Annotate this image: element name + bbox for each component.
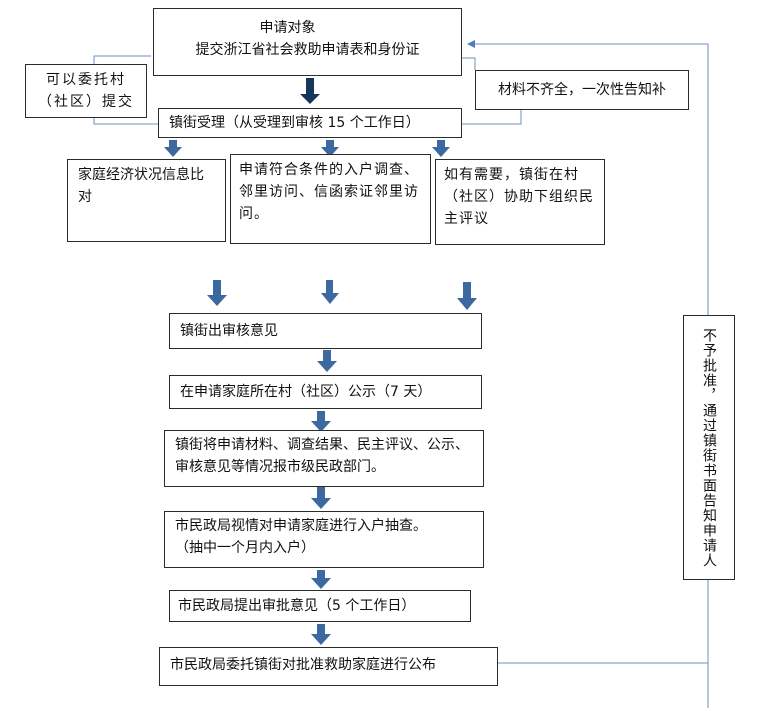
arrow-spotcheck-to-approval: [311, 570, 331, 589]
arrow-review-to-publicity: [317, 350, 337, 372]
incomplete-connector: [462, 57, 522, 125]
report-box: 镇街将申请材料、调查结果、民主评议、公示、审核意见等情况报市级民政部门。: [164, 430, 484, 487]
home-survey-box: 申请符合条件的入户调查、邻里访问、信函索证邻里访问。: [230, 154, 431, 244]
announce-text: 市民政局委托镇街对批准救助家庭进行公布: [170, 657, 436, 673]
reject-loop-connector: [467, 40, 709, 708]
main-arrow-dark: [300, 78, 320, 104]
accept-box: 镇街受理（从受理到审核 15 个工作日）: [158, 108, 462, 138]
econ-check-box: 家庭经济状况信息比对: [67, 159, 226, 242]
arrow-to-home-survey: [321, 140, 339, 157]
reject-text: 不予批准，通过镇街书面告知申请人: [701, 327, 717, 568]
democratic-review-text: 如有需要，镇街在村（社区）协助下组织民主评议: [444, 167, 594, 227]
incomplete-notice-text: 材料不齐全，一次性告知补: [498, 82, 666, 98]
arrow-survey-to-review: [321, 280, 339, 304]
econ-check-text: 家庭经济状况信息比对: [78, 167, 204, 205]
approval-text: 市民政局提出审批意见（5 个工作日）: [178, 598, 416, 614]
review-opinion-box: 镇街出审核意见: [169, 313, 482, 349]
spot-check-line1: 市民政局视情对申请家庭进行入户抽查。: [175, 518, 427, 534]
apply-line2: 提交浙江省社会救助申请表和身份证: [195, 42, 420, 58]
arrow-to-econ-check: [164, 140, 182, 157]
approval-box: 市民政局提出审批意见（5 个工作日）: [169, 590, 471, 622]
arrow-report-to-spotcheck: [311, 487, 331, 509]
publicity-box: 在申请家庭所在村（社区）公示（7 天）: [169, 375, 482, 409]
announce-box: 市民政局委托镇街对批准救助家庭进行公布: [159, 647, 498, 686]
spot-check-box: 市民政局视情对申请家庭进行入户抽查。 （抽中一个月内入户）: [164, 511, 484, 568]
arrow-publicity-to-report: [311, 411, 331, 432]
home-survey-text: 申请符合条件的入户调查、邻里访问、信函索证邻里访问。: [239, 162, 419, 222]
reject-box: 不予批准，通过镇街书面告知申请人: [683, 315, 735, 580]
spot-check-line2: （抽中一个月内入户）: [175, 540, 315, 556]
village-submit-line2: （社区）提交: [38, 94, 134, 110]
arrow-democratic-to-review: [457, 282, 477, 310]
apply-line1: 申请对象: [259, 20, 316, 36]
village-submit-box: 可以委托村 （社区）提交: [25, 64, 147, 118]
incomplete-notice-box: 材料不齐全，一次性告知补: [475, 70, 689, 110]
review-opinion-text: 镇街出审核意见: [180, 323, 278, 339]
accept-text: 镇街受理（从受理到审核 15 个工作日）: [169, 115, 420, 131]
arrow-approval-to-announce: [311, 624, 331, 645]
democratic-review-box: 如有需要，镇街在村（社区）协助下组织民主评议: [435, 159, 605, 245]
arrow-to-democratic: [432, 140, 450, 157]
publicity-text: 在申请家庭所在村（社区）公示（7 天）: [180, 384, 432, 400]
arrow-econ-to-review: [207, 280, 227, 306]
report-text: 镇街将申请材料、调查结果、民主评议、公示、审核意见等情况报市级民政部门。: [175, 437, 469, 475]
apply-box: 申请对象 提交浙江省社会救助申请表和身份证: [153, 8, 462, 76]
village-connector: [93, 55, 158, 125]
village-submit-line1: 可以委托村: [46, 72, 126, 88]
